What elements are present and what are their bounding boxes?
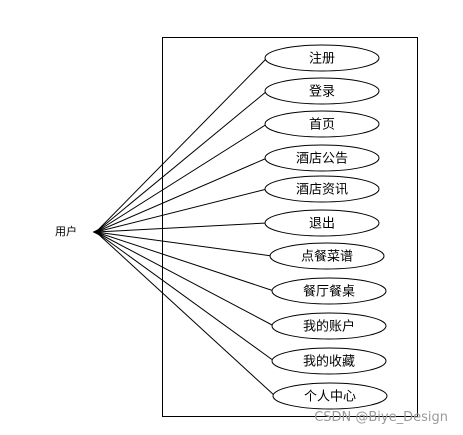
use-case-ellipse	[264, 110, 380, 138]
association-line	[95, 231, 276, 397]
association-line	[95, 123, 268, 233]
watermark-text: CSDN @Biye_Design	[314, 410, 448, 425]
use-case-label: 我的账户	[303, 319, 355, 335]
use-case-label: 首页	[309, 118, 335, 133]
association-line	[95, 231, 275, 327]
association-line	[95, 157, 268, 233]
use-case-label: 注册	[309, 52, 335, 67]
association-line	[95, 231, 273, 257]
actor-anchor	[92, 228, 100, 236]
association-line	[95, 90, 268, 233]
use-case-5: 酒店资讯	[264, 175, 380, 203]
association-line	[95, 222, 268, 233]
use-case-11: 个人中心	[272, 382, 388, 410]
system-boundary	[162, 37, 418, 417]
use-case-9: 我的账户	[271, 312, 387, 340]
association-line	[95, 231, 275, 292]
association-line	[95, 57, 268, 233]
use-case-label: 酒店资讯	[296, 183, 348, 198]
use-case-1: 注册	[264, 44, 380, 72]
use-case-label: 个人中心	[304, 390, 356, 405]
use-case-ellipse	[271, 347, 387, 375]
use-case-label: 点餐菜谱	[301, 249, 353, 265]
use-case-ellipse	[264, 44, 380, 72]
use-case-label: 我的收藏	[303, 354, 355, 370]
use-case-label: 酒店公告	[296, 152, 348, 167]
actor-label: 用户	[55, 224, 77, 238]
use-case-ellipse	[272, 382, 388, 410]
use-case-3: 首页	[264, 110, 380, 138]
use-case-2: 登录	[264, 77, 380, 105]
use-case-label: 登录	[309, 85, 335, 100]
use-case-ellipse	[271, 312, 387, 340]
use-case-6: 退出	[264, 209, 380, 237]
use-case-label: 餐厅餐桌	[303, 284, 355, 300]
use-case-ellipse	[264, 209, 380, 237]
use-case-ellipse	[271, 277, 387, 305]
use-case-4: 酒店公告	[264, 144, 380, 172]
use-case-10: 我的收藏	[271, 347, 387, 375]
use-case-ellipse	[264, 77, 380, 105]
association-line	[95, 231, 275, 362]
use-case-label: 退出	[309, 217, 335, 232]
use-case-7: 点餐菜谱	[269, 242, 385, 270]
use-case-ellipse	[264, 144, 380, 172]
use-case-ellipse	[264, 175, 380, 203]
association-line	[95, 188, 268, 233]
use-case-8: 餐厅餐桌	[271, 277, 387, 305]
use-case-ellipse	[269, 242, 385, 270]
